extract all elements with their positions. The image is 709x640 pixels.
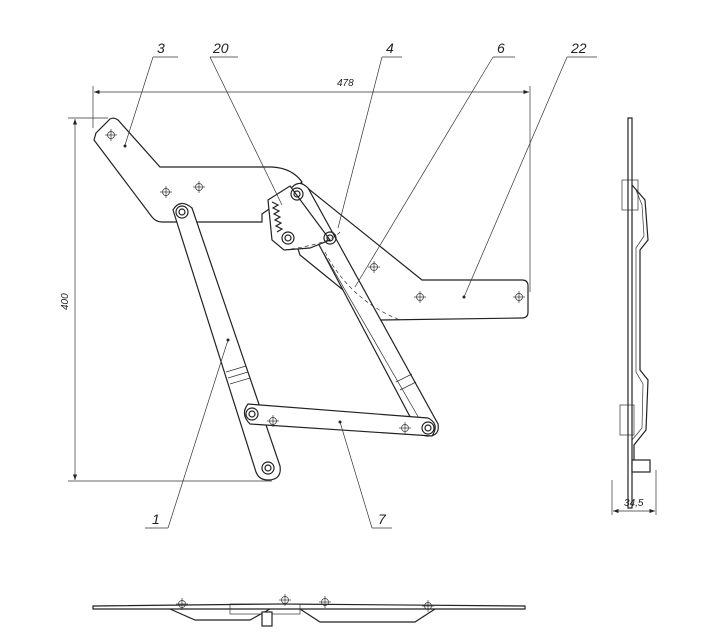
callout-1: 1	[145, 339, 229, 529]
callout-20: 20	[209, 40, 283, 206]
callout-3: 3	[124, 40, 178, 146]
callout-4: 4	[337, 40, 402, 229]
side-view: 34,5	[611, 117, 657, 515]
svg-text:22: 22	[570, 40, 587, 56]
callout-22: 22	[463, 40, 597, 298]
svg-text:4: 4	[386, 40, 394, 56]
svg-text:7: 7	[378, 511, 387, 527]
spring-20	[271, 201, 284, 233]
svg-text:1: 1	[152, 511, 160, 527]
svg-text:3: 3	[157, 40, 165, 56]
callout-6: 6	[354, 40, 515, 288]
plate-3	[93, 117, 303, 223]
svg-text:20: 20	[212, 40, 229, 56]
link-1	[172, 202, 281, 481]
plate-22	[281, 181, 529, 321]
svg-text:6: 6	[497, 40, 505, 56]
link-7	[243, 403, 436, 437]
dimension-width-label: 478	[337, 78, 354, 89]
bottom-view	[92, 593, 526, 627]
callout-7: 7	[339, 421, 392, 529]
dimension-height: 400	[60, 117, 272, 482]
dimension-width: 478	[92, 78, 531, 292]
dimension-thickness-label: 34,5	[624, 498, 644, 509]
dimension-height-label: 400	[60, 293, 71, 310]
